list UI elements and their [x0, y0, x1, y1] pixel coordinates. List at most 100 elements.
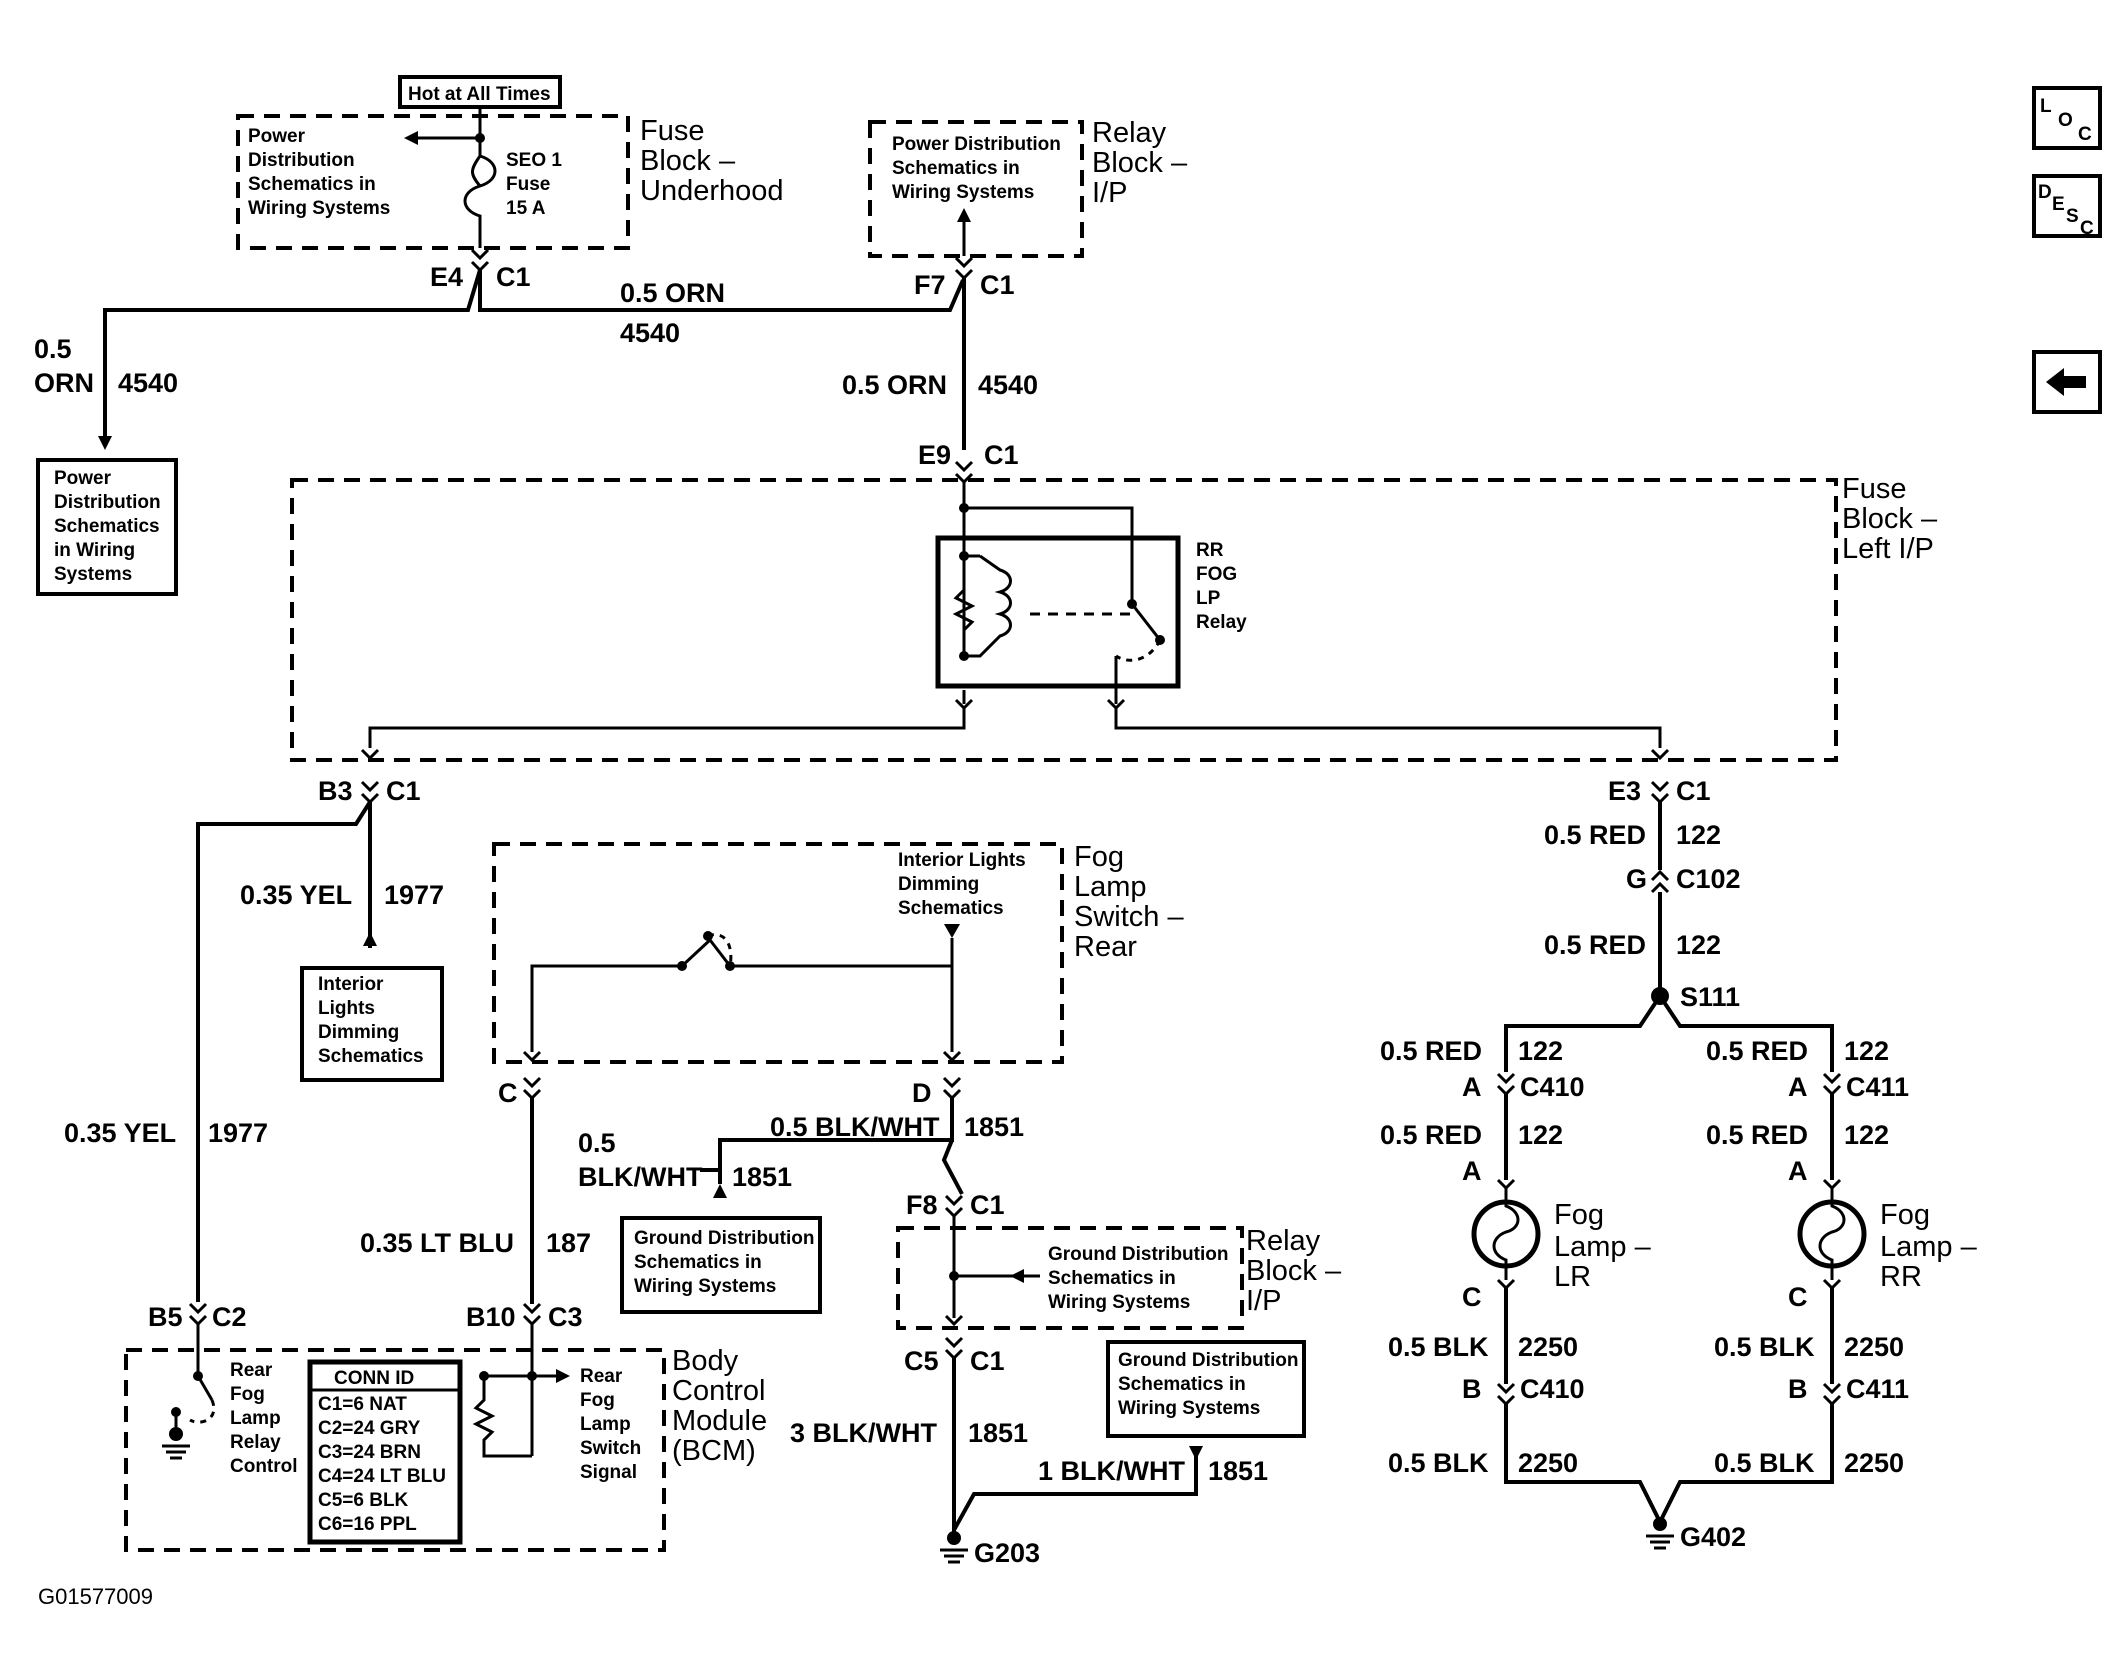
svg-text:Wiring Systems: Wiring Systems	[1048, 1292, 1190, 1313]
svg-text:15 A: 15 A	[506, 198, 546, 219]
svg-text:Control: Control	[672, 1375, 766, 1407]
rear-fog-lamp-relay-control-label: Rear Fog Lamp Relay Control	[230, 1360, 298, 1477]
svg-text:Dimming: Dimming	[898, 874, 979, 895]
svg-text:Fog: Fog	[1074, 841, 1124, 873]
power-distribution-ref-left	[36, 458, 178, 596]
conn-id-table: CONN ID C1=6 NAT C2=24 GRY C3=24 BRN C4=…	[307, 1359, 463, 1545]
ground-g402-icon	[1646, 1517, 1674, 1550]
svg-text:Fuse: Fuse	[1842, 473, 1906, 505]
svg-text:C1: C1	[386, 776, 421, 806]
svg-text:(BCM): (BCM)	[672, 1435, 756, 1467]
svg-text:1977: 1977	[384, 880, 444, 910]
svg-text:Ground Distribution: Ground Distribution	[634, 1228, 814, 1249]
svg-text:LP: LP	[1196, 588, 1221, 609]
svg-text:0.5 BLK: 0.5 BLK	[1714, 1332, 1815, 1362]
svg-text:C1: C1	[970, 1346, 1005, 1376]
svg-text:C6=16 PPL: C6=16 PPL	[318, 1514, 417, 1535]
svg-text:1851: 1851	[1208, 1456, 1268, 1486]
rr-fog-lp-relay-label: RR FOG LP Relay	[1196, 540, 1247, 633]
back-button[interactable]	[2032, 350, 2102, 414]
svg-text:Fog: Fog	[580, 1390, 615, 1411]
svg-text:G203: G203	[974, 1538, 1040, 1568]
svg-text:B: B	[1788, 1374, 1808, 1404]
svg-text:CONN ID: CONN ID	[334, 1368, 414, 1389]
rear-fog-lamp-switch-signal-label: Rear Fog Lamp Switch Signal	[580, 1366, 641, 1483]
svg-text:Ground Distribution: Ground Distribution	[1048, 1244, 1228, 1265]
fuse-block-left-ip-title: Fuse Block – Left I/P	[1842, 473, 1938, 565]
svg-text:Lamp –: Lamp –	[1880, 1231, 1978, 1263]
svg-text:Fog: Fog	[1554, 1199, 1604, 1231]
svg-text:Schematics in: Schematics in	[1118, 1374, 1246, 1395]
svg-text:1977: 1977	[208, 1118, 268, 1148]
svg-text:C: C	[1788, 1282, 1808, 1312]
svg-text:4540: 4540	[118, 368, 178, 398]
svg-text:C410: C410	[1520, 1374, 1585, 1404]
svg-text:O: O	[2058, 110, 2073, 131]
svg-text:A: A	[1788, 1156, 1808, 1186]
svg-text:C1: C1	[984, 440, 1019, 470]
svg-text:Interior: Interior	[318, 974, 384, 995]
desc-button[interactable]: D E S C	[2032, 174, 2102, 239]
svg-text:B: B	[1462, 1374, 1482, 1404]
power-distribution-ref-relay: Power Distribution Schematics in Wiring …	[892, 134, 1061, 203]
svg-text:1 BLK/WHT: 1 BLK/WHT	[1038, 1456, 1185, 1486]
svg-text:2250: 2250	[1518, 1448, 1578, 1478]
svg-text:Signal: Signal	[580, 1462, 637, 1483]
svg-text:Rear: Rear	[580, 1366, 623, 1387]
svg-text:1851: 1851	[964, 1112, 1024, 1142]
svg-text:Interior Lights: Interior Lights	[898, 850, 1026, 871]
svg-text:Fuse: Fuse	[640, 115, 704, 147]
svg-text:Block –: Block –	[1092, 147, 1188, 179]
relay-block-ip-top-title: Relay Block – I/P	[1092, 117, 1188, 209]
svg-text:ORN: ORN	[34, 368, 94, 398]
svg-text:Wiring Systems: Wiring Systems	[248, 198, 390, 219]
svg-text:Relay: Relay	[1196, 612, 1247, 633]
svg-text:0.35 LT BLU: 0.35 LT BLU	[360, 1228, 514, 1258]
svg-text:E3: E3	[1608, 776, 1641, 806]
svg-text:G402: G402	[1680, 1522, 1746, 1552]
svg-text:Control: Control	[230, 1456, 298, 1477]
fog-lamp-switch-rear-title: Fog Lamp Switch – Rear	[1074, 841, 1184, 963]
svg-text:E: E	[2052, 194, 2065, 215]
interior-lights-dimming-ref: Interior Lights Dimming Schematics	[898, 850, 1026, 919]
power-distribution-ref-underhood: Power Distribution Schematics in Wiring …	[248, 126, 390, 219]
svg-text:C410: C410	[1520, 1072, 1585, 1102]
svg-text:Schematics: Schematics	[54, 516, 160, 537]
svg-text:C1: C1	[980, 270, 1015, 300]
svg-text:C411: C411	[1846, 1072, 1909, 1102]
svg-text:C: C	[2080, 218, 2094, 239]
svg-text:Lamp: Lamp	[1074, 871, 1147, 903]
svg-text:Dimming: Dimming	[318, 1022, 399, 1043]
svg-text:F8: F8	[906, 1190, 938, 1220]
svg-text:F7: F7	[914, 270, 946, 300]
svg-text:Schematics in: Schematics in	[1048, 1268, 1176, 1289]
ground-distribution-ref-mid	[620, 1216, 822, 1314]
fuse-block-left-ip-outline	[290, 478, 1838, 762]
bcm-title: Body Control Module (BCM)	[672, 1345, 767, 1467]
svg-text:E4: E4	[430, 262, 463, 292]
figure-id: G01577009	[38, 1584, 153, 1609]
svg-text:122: 122	[1676, 820, 1721, 850]
svg-text:0.35 YEL: 0.35 YEL	[240, 880, 352, 910]
svg-text:Block –: Block –	[640, 145, 736, 177]
svg-text:Underhood: Underhood	[640, 175, 784, 207]
svg-text:B10: B10	[466, 1302, 516, 1332]
svg-text:RR: RR	[1196, 540, 1224, 561]
svg-text:0.5 RED: 0.5 RED	[1706, 1036, 1808, 1066]
svg-text:S: S	[2066, 206, 2079, 227]
svg-text:G: G	[1626, 864, 1647, 894]
svg-text:1851: 1851	[732, 1162, 792, 1192]
svg-text:I/P: I/P	[1246, 1285, 1281, 1317]
fog-lamp-lr-label: Fog Lamp – LR	[1554, 1199, 1652, 1293]
svg-text:L: L	[2040, 96, 2052, 117]
svg-text:D: D	[912, 1078, 932, 1108]
svg-text:SEO 1: SEO 1	[506, 150, 562, 171]
svg-text:Module: Module	[672, 1405, 767, 1437]
ground-distribution-ref-right	[1106, 1340, 1306, 1438]
loc-button[interactable]: L O C	[2032, 86, 2102, 150]
svg-text:I/P: I/P	[1092, 177, 1127, 209]
svg-text:Distribution: Distribution	[54, 492, 161, 513]
svg-text:C1: C1	[970, 1190, 1005, 1220]
svg-text:1851: 1851	[968, 1418, 1028, 1448]
